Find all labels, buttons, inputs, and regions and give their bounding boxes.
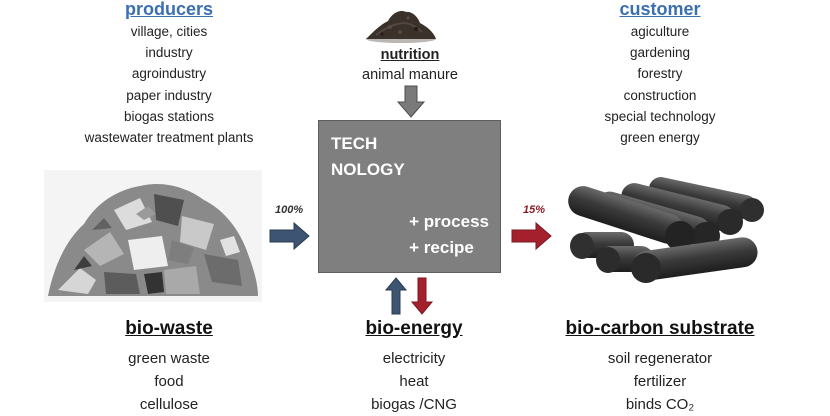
customer-item: green energy [620,130,700,146]
bio-energy-item: biogas /CNG [371,396,457,413]
customer-heading[interactable]: customer [619,0,701,19]
input-arrow-icon [269,221,310,251]
customer-list: agiculture gardening forestry constructi… [570,21,750,148]
energy-up-arrow-icon [384,277,408,315]
bio-carbon-briquettes-image [568,177,764,283]
nutrition-block: nutrition animal manure [330,46,490,86]
customer-column: customer agiculture gardening forestry c… [570,0,750,148]
producers-list: village, cities industry agroindustry pa… [60,21,278,148]
bio-waste-item: green waste [128,350,210,367]
input-percent-label: 100% [275,204,304,216]
bio-energy-list: electricity heat biogas /CNG [334,347,494,416]
bio-waste-heading: bio-waste [125,318,213,339]
bio-carbon-item: fertilizer [633,373,687,390]
customer-item: agiculture [630,24,690,39]
customer-item: forestry [637,66,683,82]
customer-item: gardening [629,45,691,61]
bio-carbon-item: binds CO₂ [625,396,695,413]
bio-carbon-block: bio-carbon substrate soil regenerator fe… [550,317,770,416]
producers-item: wastewater treatment plants [84,130,254,146]
energy-down-arrow-icon [410,277,434,315]
producers-heading[interactable]: producers [124,0,214,19]
producers-item: industry [145,45,193,61]
bio-waste-block: bio-waste green waste food cellulose [84,317,254,416]
technology-box: TECH NOLOGY + process + recipe [318,120,501,273]
producers-item: paper industry [126,87,212,103]
producers-item: agroindustry [131,66,207,82]
bio-energy-item: electricity [382,350,446,367]
technology-title-line2: NOLOGY [331,160,405,179]
output-arrow-icon [511,221,552,251]
nutrition-down-arrow-icon [396,85,426,118]
bio-energy-heading: bio-energy [365,318,463,339]
technology-title: TECH NOLOGY [331,131,405,183]
bio-waste-image [44,170,262,302]
producers-column: producers village, cities industry agroi… [60,0,278,148]
nutrition-subtitle: animal manure [362,67,458,83]
bio-waste-list: green waste food cellulose [84,347,254,416]
producers-item: biogas stations [123,108,215,124]
soil-pile-icon [366,11,436,43]
technology-operations: + process + recipe [409,209,489,261]
producers-item: village, cities [130,24,208,39]
output-percent-label: 15% [523,204,546,216]
bio-carbon-heading: bio-carbon substrate [565,318,755,339]
technology-process: + process [409,212,489,231]
bio-waste-item: cellulose [139,396,199,413]
bio-energy-block: bio-energy electricity heat biogas /CNG [334,317,494,416]
technology-recipe: + recipe [409,238,474,257]
customer-item: special technology [604,108,716,124]
technology-title-line1: TECH [331,134,378,153]
nutrition-heading: nutrition [380,47,440,63]
bio-energy-item: heat [399,373,429,390]
bio-carbon-item: soil regenerator [607,350,713,367]
customer-item: construction [623,87,697,103]
bio-waste-item: food [154,373,184,390]
bio-carbon-list: soil regenerator fertilizer binds CO₂ [550,347,770,416]
